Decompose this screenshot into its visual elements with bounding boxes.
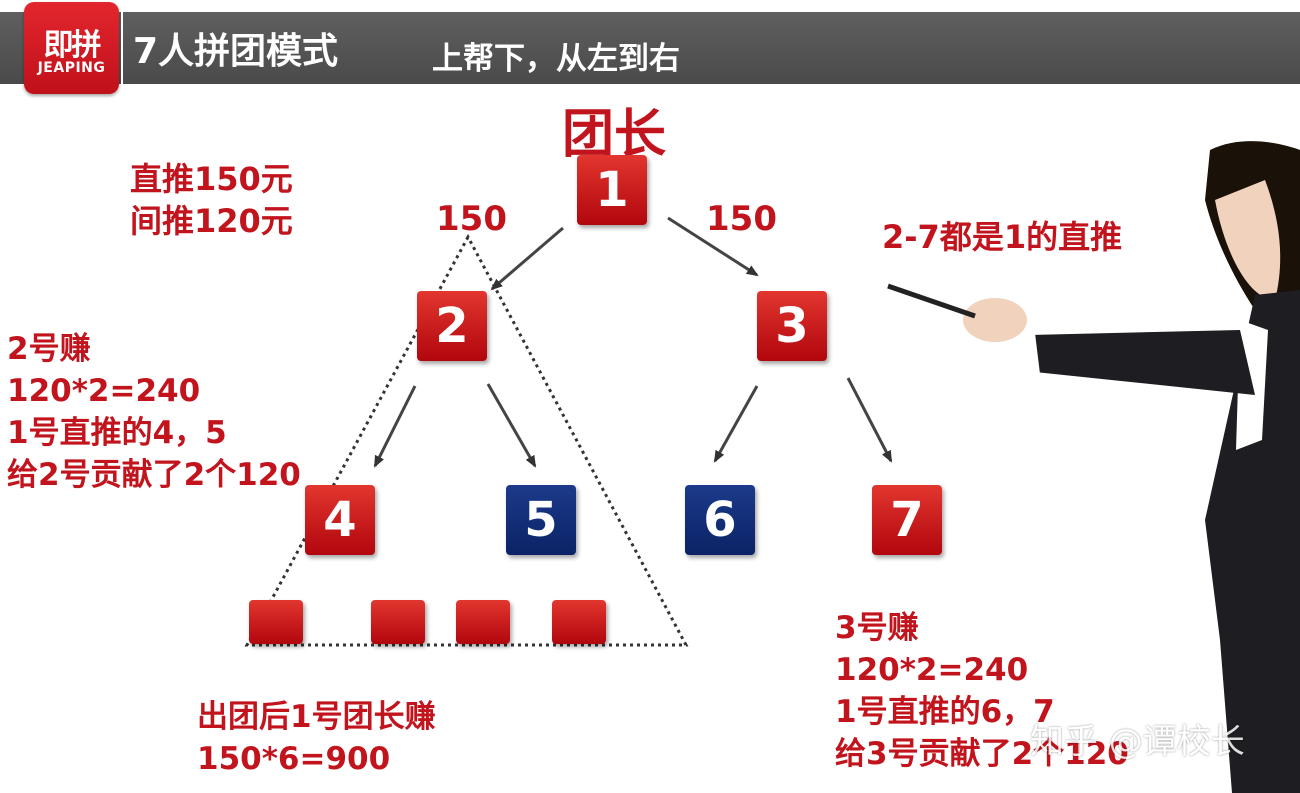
jeaping-logo: 即拼 JEAPING [24,2,119,94]
note-line: 3号赚 [835,610,919,646]
note-line: 给2号贡献了2个120 [7,457,301,493]
empty-slot [249,600,303,644]
header-separator [121,12,123,84]
node-7: 7 [872,485,942,555]
node-4: 4 [305,485,375,555]
note-bottom-center: 出团后1号团长赚 150*6=900 [197,696,436,780]
arrow-1-2 [490,226,564,291]
edge-value-left: 150 [436,199,507,239]
page-title: 7人拼团模式 [133,31,339,72]
note-top-left: 直推150元 间推120元 [130,158,293,242]
note-line: 给3号贡献了2个120 [835,736,1129,772]
node-1: 1 [577,155,647,225]
node-3: 3 [757,291,827,361]
empty-slot [552,600,606,644]
note-line: 直推150元 [130,160,293,198]
dotted-triangle [244,233,689,647]
note-line: 1号直推的4，5 [7,415,227,451]
presenter-figure [887,141,1300,793]
note-line: 出团后1号团长赚 [197,699,436,735]
note-line: 间推120元 [130,202,293,240]
arrow-3-6 [713,385,759,463]
note-line: 2号赚 [7,331,91,367]
watermark: 知乎 @谭校长 [1030,722,1245,762]
node-6: 6 [685,485,755,555]
edge-value-right: 150 [706,199,777,239]
node-5: 5 [506,485,576,555]
arrow-1-3 [667,216,759,277]
node-2: 2 [417,291,487,361]
arrow-2-4 [373,385,417,468]
arrow-2-5 [486,383,537,468]
note-line: 150*6=900 [197,741,391,777]
logo-text: 即拼 [43,28,102,63]
note-line: 120*2=240 [7,373,201,409]
page-subtitle: 上帮下，从左到右 [432,41,680,77]
header-bar [0,12,1300,84]
arrow-3-7 [846,377,893,463]
empty-slot [456,600,510,644]
empty-slot [371,600,425,644]
note-top-right: 2-7都是1的直推 [882,218,1123,256]
note-bottom-right: 3号赚 120*2=240 1号直推的6，7 给3号贡献了2个120 [835,607,1129,775]
note-line: 1号直推的6，7 [835,694,1055,730]
note-line: 120*2=240 [835,652,1029,688]
note-left: 2号赚 120*2=240 1号直推的4，5 给2号贡献了2个120 [7,328,301,496]
logo-sub: JEAPING [37,60,106,76]
